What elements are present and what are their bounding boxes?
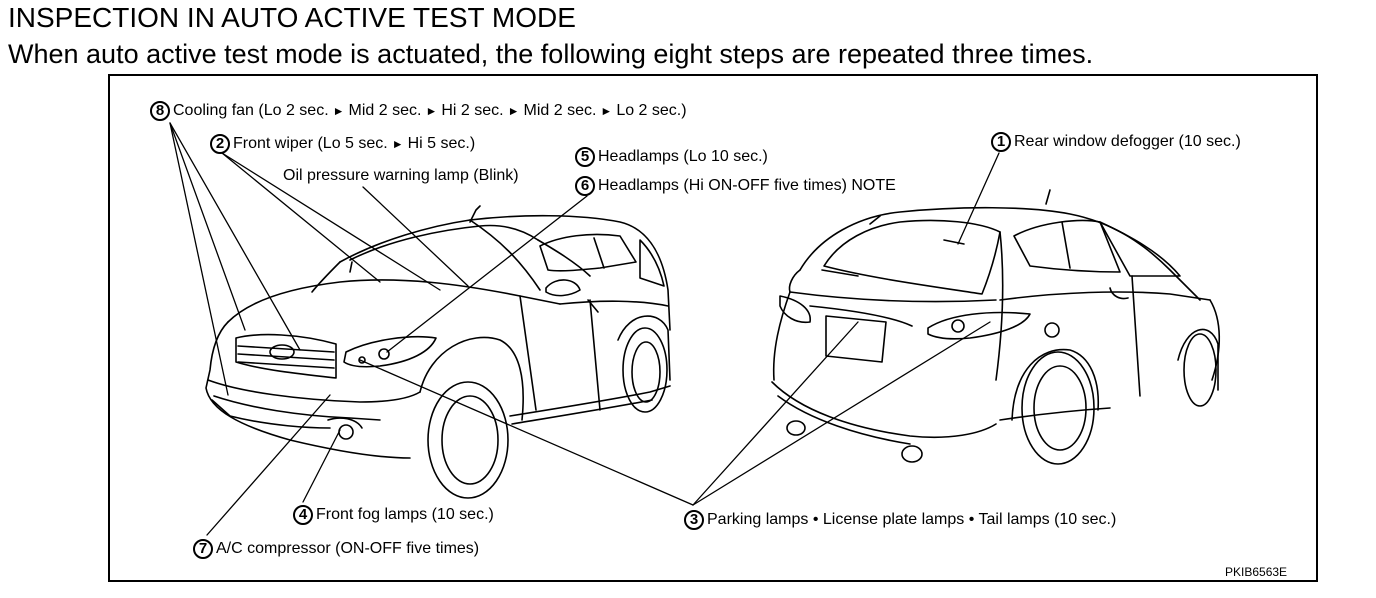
page-subtitle: When auto active test mode is actuated, … (8, 39, 1094, 69)
callout-rear-defogger: 1 Rear window defogger (10 sec.) (991, 132, 1241, 152)
front-wiper-text-a: Front wiper (Lo 5 sec. (233, 135, 388, 152)
callout-ac-compressor: 7 A/C compressor (ON-OFF five times) (193, 539, 479, 559)
step-number-5: 5 (575, 147, 595, 167)
arrow-icon: ► (507, 104, 520, 118)
headlamps-hi-text: Headlamps (Hi ON-OFF five times) NOTE (598, 177, 896, 194)
callout-parking-lamps: 3 Parking lamps • License plate lamps • … (684, 510, 1116, 530)
cooling-fan-text-e: Lo 2 sec.) (616, 102, 687, 119)
rear-vehicle-drawing (771, 189, 1221, 465)
front-wiper-text-b: Hi 5 sec.) (407, 135, 476, 152)
headlamps-lo-text: Headlamps (Lo 10 sec.) (598, 148, 768, 165)
arrow-icon: ► (425, 104, 438, 118)
callout-front-fog: 4 Front fog lamps (10 sec.) (293, 505, 494, 525)
illustration-frame (108, 74, 1318, 582)
arrow-icon: ► (391, 137, 404, 151)
callout-front-wiper: 2 Front wiper (Lo 5 sec. ► Hi 5 sec.) (210, 134, 475, 154)
callout-oil-pressure: Oil pressure warning lamp (Blink) (283, 167, 519, 184)
parking-lamps-text: Parking lamps • License plate lamps • Ta… (707, 511, 1117, 528)
step-number-3: 3 (684, 510, 704, 530)
front-fog-text: Front fog lamps (10 sec.) (316, 506, 494, 523)
arrow-icon: ► (600, 104, 613, 118)
step-number-7: 7 (193, 539, 213, 559)
step-number-4: 4 (293, 505, 313, 525)
rear-defogger-text: Rear window defogger (10 sec.) (1014, 133, 1241, 150)
cooling-fan-text-d: Mid 2 sec. (523, 102, 597, 119)
figure-code: PKIB6563E (1225, 565, 1288, 579)
leader-lines (169, 122, 1000, 536)
cooling-fan-text-b: Mid 2 sec. (348, 102, 422, 119)
callout-headlamps-lo: 5 Headlamps (Lo 10 sec.) (575, 147, 768, 167)
callout-headlamps-hi: 6 Headlamps (Hi ON-OFF five times) NOTE (575, 176, 896, 196)
callout-cooling-fan: 8 Cooling fan (Lo 2 sec. ► Mid 2 sec. ► … (150, 101, 687, 121)
step-number-8: 8 (150, 101, 170, 121)
ac-compressor-text: A/C compressor (ON-OFF five times) (216, 540, 480, 557)
cooling-fan-text-c: Hi 2 sec. (441, 102, 504, 119)
arrow-icon: ► (332, 104, 345, 118)
step-number-2: 2 (210, 134, 230, 154)
cooling-fan-text-a: Cooling fan (Lo 2 sec. (173, 102, 329, 119)
step-number-6: 6 (575, 176, 595, 196)
front-vehicle-drawing (205, 205, 671, 499)
step-number-1: 1 (991, 132, 1011, 152)
page-title: INSPECTION IN AUTO ACTIVE TEST MODE (8, 2, 576, 33)
